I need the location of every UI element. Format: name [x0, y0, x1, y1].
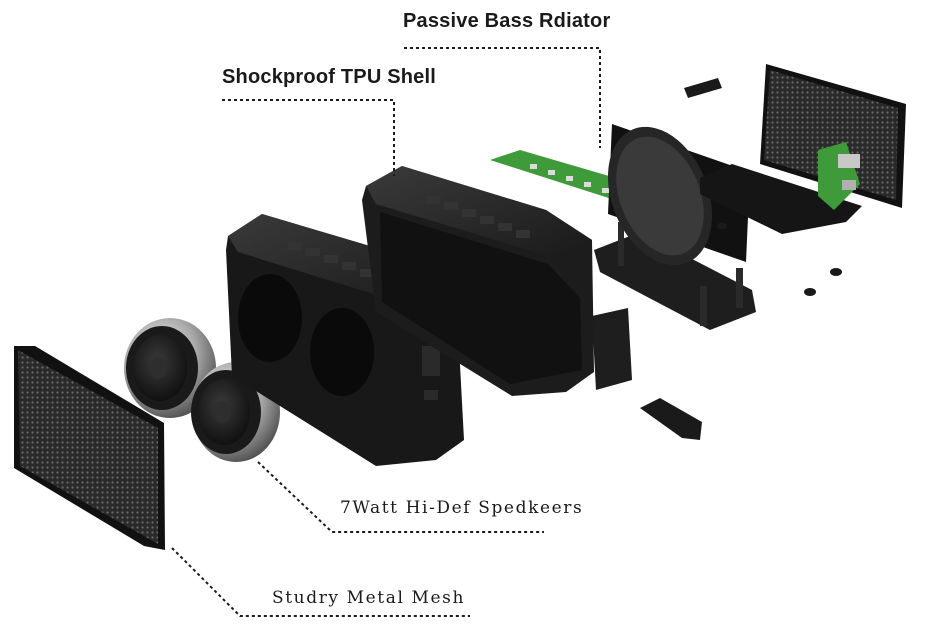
passive-bass-radiator	[607, 124, 750, 266]
leader-line-shell	[222, 99, 395, 176]
screw-pieces	[717, 222, 842, 296]
callout-metal-mesh: Studry Metal Mesh	[272, 588, 466, 608]
leader-line-passive-radiator	[404, 47, 601, 148]
speaker-driver-left	[124, 318, 216, 418]
callout-shockproof-shell: Shockproof TPU Shell	[222, 66, 437, 88]
front-metal-mesh	[14, 346, 165, 550]
rubber-plug	[640, 398, 702, 440]
back-plate	[594, 222, 756, 330]
tpu-shell	[362, 166, 594, 396]
leader-line-mesh	[171, 547, 470, 617]
port-board	[818, 142, 860, 210]
rear-metal-mesh	[760, 64, 906, 208]
leader-line-speakers	[257, 461, 544, 533]
button-cap	[684, 78, 722, 98]
speaker-driver-right	[191, 362, 280, 462]
callout-passive-bass-radiator: Passive Bass Rdiator	[403, 10, 611, 32]
callout-speakers: 7Watt Hi-Def Spedkeers	[340, 498, 584, 518]
side-port-cover	[592, 308, 632, 390]
battery-pack	[700, 164, 862, 234]
